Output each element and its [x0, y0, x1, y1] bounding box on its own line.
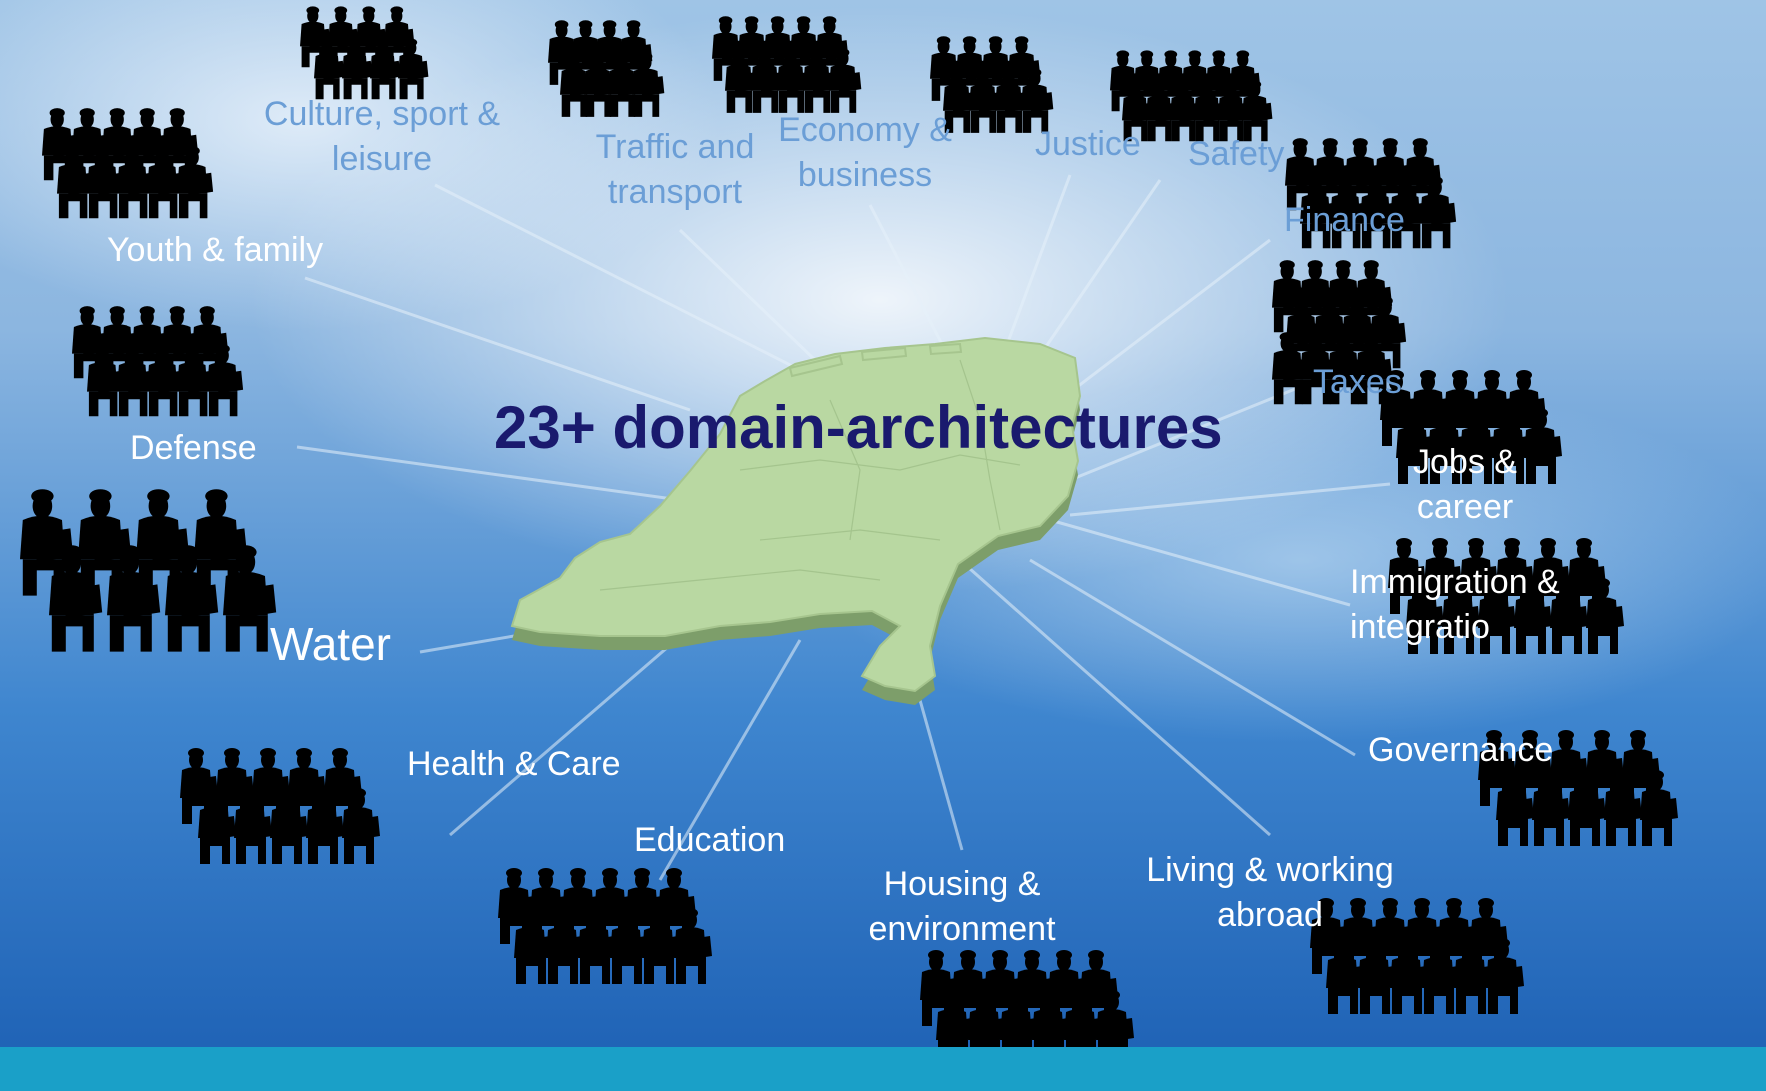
domain-label-jobs-career: Jobs & career [1413, 443, 1517, 526]
domain-label-governance: Governance [1368, 731, 1554, 769]
domain-label-education: Education [634, 821, 786, 859]
domain-label-defense: Defense [130, 429, 257, 467]
domain-label-taxes: Taxes [1313, 363, 1402, 401]
domain-label-immigration-integration: Immigration & integratio [1350, 563, 1560, 646]
domain-label-economy-business: Economy & business [778, 111, 952, 194]
domain-label-water: Water [270, 618, 391, 670]
domain-label-housing-environment: Housing & environment [868, 865, 1056, 948]
domain-label-health-care: Health & Care [407, 745, 621, 783]
domain-label-culture-sport-leisure: Culture, sport & leisure [263, 95, 501, 178]
bottom-bar [0, 1047, 1766, 1091]
diagram-title: 23+ domain-architectures [494, 394, 1223, 461]
domain-label-youth-family: Youth & family [107, 231, 324, 269]
domain-label-safety: Safety [1188, 135, 1285, 173]
domain-label-finance: Finance [1284, 201, 1405, 239]
domain-label-living-working-abroad: Living & working abroad [1146, 851, 1394, 934]
domain-label-justice: Justice [1035, 125, 1141, 163]
domain-label-traffic-transport: Traffic and transport [595, 128, 755, 211]
